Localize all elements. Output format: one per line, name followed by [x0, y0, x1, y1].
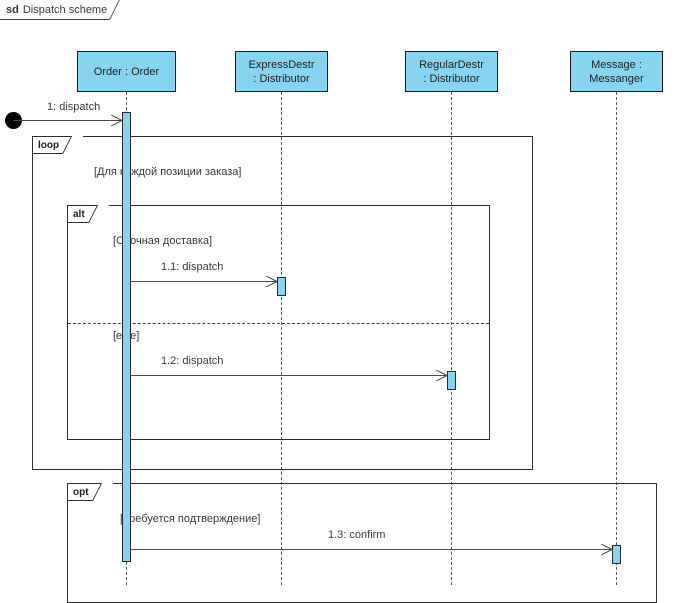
lifeline-label-line2: Messanger — [589, 72, 644, 85]
lifeline-head-expressdestr[interactable]: ExpressDestr : Distributor — [235, 51, 328, 92]
diagram-title: Dispatch scheme — [22, 3, 108, 16]
fragment-loop[interactable]: loop — [32, 136, 533, 470]
message-line-m1_1[interactable] — [131, 281, 277, 282]
diagram-frame-tag: sd Dispatch scheme — [0, 0, 135, 20]
fragment-label-clip-corner — [91, 483, 113, 501]
lifeline-head-messenger[interactable]: Message : Messanger — [570, 51, 663, 92]
message-line-m1_3[interactable] — [131, 549, 612, 550]
lifeline-line-regulardestr — [451, 92, 452, 585]
lifeline-label-line2: : Distributor — [253, 72, 310, 85]
sequence-diagram-canvas: sd Dispatch scheme Order : Order Express… — [0, 0, 680, 585]
message-label-m1_2: 1.2: dispatch — [161, 355, 224, 367]
lifeline-label-line1: RegularDestr — [419, 58, 484, 71]
lifeline-line-messenger — [616, 92, 617, 585]
message-label-m1_1: 1.1: dispatch — [161, 261, 224, 273]
message-arrowhead-m1_3 — [600, 549, 612, 561]
fragment-label-clip-corner — [62, 136, 84, 154]
message-line-m1[interactable] — [13, 120, 122, 121]
fragment-guard-opt: [Требуется подтверждение] — [120, 513, 261, 525]
lifeline-line-expressdestr — [281, 92, 282, 585]
message-arrowhead-m1_2 — [435, 375, 447, 387]
message-label-m1_3: 1.3: confirm — [328, 529, 386, 541]
fragment-operator-opt: opt — [68, 483, 113, 501]
message-line-m1_2[interactable] — [131, 375, 447, 376]
message-arrowhead-m1_1 — [265, 281, 277, 293]
fragment-label-clip-corner — [87, 205, 109, 223]
fragment-operator-loop: loop — [33, 136, 84, 154]
fragment-operator-label: loop — [38, 139, 60, 151]
lifeline-label-line1: Message : — [591, 58, 642, 71]
fragment-operator-label: opt — [73, 486, 89, 498]
message-arrowhead-m1 — [110, 120, 122, 132]
fragment-alt[interactable]: alt — [67, 205, 490, 440]
lifeline-head-order[interactable]: Order : Order — [77, 51, 176, 92]
frame-tag-clip-corner — [109, 0, 135, 20]
diagram-kind-keyword: sd — [6, 3, 19, 16]
lifeline-label-line2: : Distributor — [423, 72, 480, 85]
fragment-guard-loop: [Для каждой позиции заказа] — [94, 166, 242, 178]
activation-messenger — [612, 545, 621, 564]
activation-expressdestr — [277, 277, 286, 296]
lifeline-label-line1: Order : Order — [93, 65, 160, 78]
activation-order — [122, 112, 131, 562]
activation-regulardestr — [447, 371, 456, 390]
fragment-alt-separator — [68, 323, 489, 324]
fragment-opt[interactable]: opt — [67, 483, 657, 603]
message-label-m1: 1: dispatch — [47, 101, 101, 113]
lifeline-head-regulardestr[interactable]: RegularDestr : Distributor — [405, 51, 498, 92]
fragment-operator-label: alt — [73, 208, 85, 220]
lifeline-label-line1: ExpressDestr — [248, 58, 315, 71]
fragment-guard-alt-1: [Срочная доставка] — [113, 235, 213, 247]
fragment-operator-alt: alt — [68, 205, 109, 223]
